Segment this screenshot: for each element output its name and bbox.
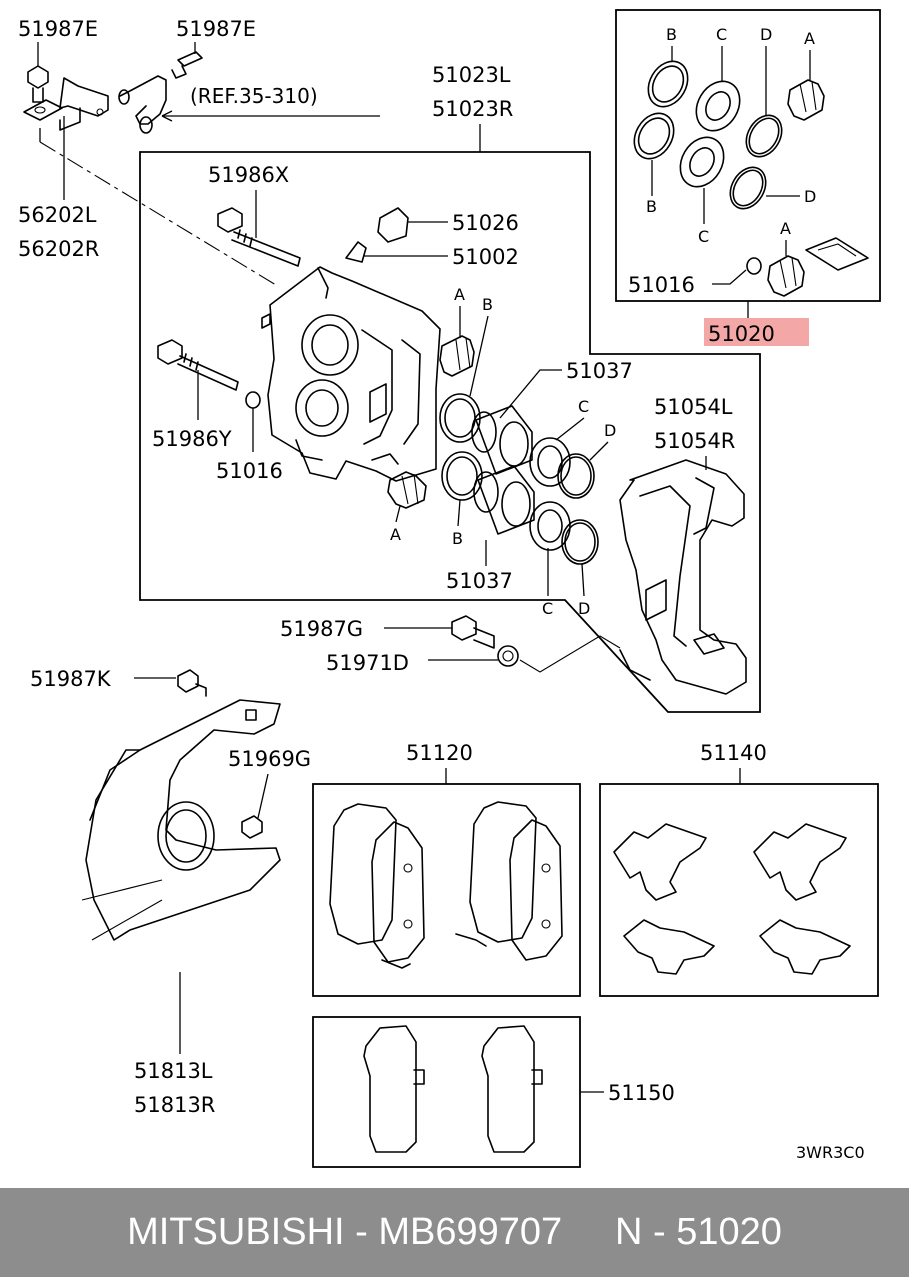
bleeder-boot-51026 — [377, 207, 409, 243]
brake-pad-set — [329, 801, 563, 969]
label-kit-B1: B — [666, 25, 677, 44]
label-main-C2: C — [542, 599, 553, 618]
seal-kit-box — [615, 9, 881, 302]
footer-brand: MITSUBISHI — [127, 1211, 345, 1253]
label-main-B1: B — [482, 295, 493, 314]
label-51023R: 51023R — [432, 97, 513, 121]
caliper-body — [261, 266, 441, 482]
highlight-51020 — [704, 318, 809, 346]
piston-lower — [473, 465, 535, 535]
label-kit-D2: D — [804, 187, 816, 206]
label-56202L: 56202L — [18, 203, 97, 227]
label-51987E-a: 51987E — [18, 17, 98, 41]
shield-bolt-51969G — [241, 815, 263, 839]
pad-shim-set — [363, 1025, 543, 1153]
parts-diagram: 51987E 51987E (REF.35-310) 56202L 56202R… — [18, 9, 881, 1168]
label-kit-A2: A — [780, 219, 791, 238]
guide-pin-51986X — [217, 207, 301, 267]
bushing-51016 — [245, 391, 261, 409]
label-51020: 51020 — [708, 322, 775, 346]
label-51986Y: 51986Y — [152, 427, 232, 451]
label-kit-B2: B — [646, 197, 657, 216]
bracket-bolt-51987G — [451, 615, 495, 649]
label-main-D1: D — [604, 421, 616, 440]
label-51016-kit: 51016 — [628, 273, 695, 297]
footer-ref-number: 51020 — [676, 1211, 782, 1253]
footer-bar: MITSUBISHI - MB699707 N - 51020 — [0, 1188, 909, 1277]
label-kit-A1: A — [804, 29, 815, 48]
label-main-D2: D — [578, 599, 590, 618]
boot-C-lower — [529, 501, 571, 551]
label-ref-35-310: (REF.35-310) — [190, 84, 318, 108]
ring-D-upper — [557, 453, 595, 499]
seal-B-upper — [439, 393, 481, 443]
label-kit-C1: C — [716, 25, 727, 44]
label-main-C1: C — [578, 397, 589, 416]
dust-shield — [81, 699, 281, 941]
label-kit-C2: C — [698, 227, 709, 246]
seal-B-lower — [441, 451, 483, 501]
ring-D-lower — [561, 519, 599, 565]
label-51054R: 51054R — [654, 429, 735, 453]
pad-set-box — [312, 783, 581, 997]
footer-part-number: MB699707 — [378, 1211, 563, 1253]
label-kit-D1: D — [760, 25, 772, 44]
boot-C-upper — [529, 437, 571, 487]
seal-kit-parts — [633, 60, 869, 297]
footer-sep2: N - — [562, 1211, 677, 1253]
label-main-A2: A — [390, 525, 401, 544]
label-51987E-b: 51987E — [176, 17, 256, 41]
label-51016-main: 51016 — [216, 459, 283, 483]
label-51037-top: 51037 — [566, 359, 633, 383]
boot-A-lower — [387, 471, 427, 509]
bleeder-screw-51002 — [345, 241, 367, 263]
label-51002: 51002 — [452, 245, 519, 269]
label-main-A1: A — [454, 285, 465, 304]
label-51150: 51150 — [608, 1081, 675, 1105]
label-51023L: 51023L — [432, 63, 511, 87]
label-51813R: 51813R — [134, 1093, 215, 1117]
label-51813L: 51813L — [134, 1059, 213, 1083]
pad-clip-set — [613, 823, 851, 975]
label-51026: 51026 — [452, 211, 519, 235]
guide-pin-51986Y — [157, 339, 239, 391]
label-51140: 51140 — [700, 741, 767, 765]
washer-51971D — [497, 645, 519, 667]
label-56202R: 56202R — [18, 237, 99, 261]
caliper-support-bracket — [619, 459, 747, 695]
label-51987K: 51987K — [30, 667, 112, 691]
brake-hose-bracket — [23, 65, 109, 131]
boot-A-upper — [439, 335, 475, 377]
label-51987G: 51987G — [280, 617, 363, 641]
label-51037-bot: 51037 — [446, 569, 513, 593]
label-51120: 51120 — [406, 741, 473, 765]
hose-fitting — [118, 51, 203, 134]
clip-set-box — [599, 783, 879, 997]
label-51054L: 51054L — [654, 395, 733, 419]
shield-bolt-51987K — [177, 669, 207, 697]
label-main-B2: B — [452, 529, 463, 548]
diagram-code: 3WR3C0 — [796, 1143, 865, 1162]
label-51986X: 51986X — [208, 163, 289, 187]
shim-set-box — [312, 1016, 581, 1168]
label-51971D: 51971D — [326, 651, 409, 675]
label-51969G: 51969G — [228, 747, 311, 771]
footer-sep1: - — [344, 1211, 379, 1253]
